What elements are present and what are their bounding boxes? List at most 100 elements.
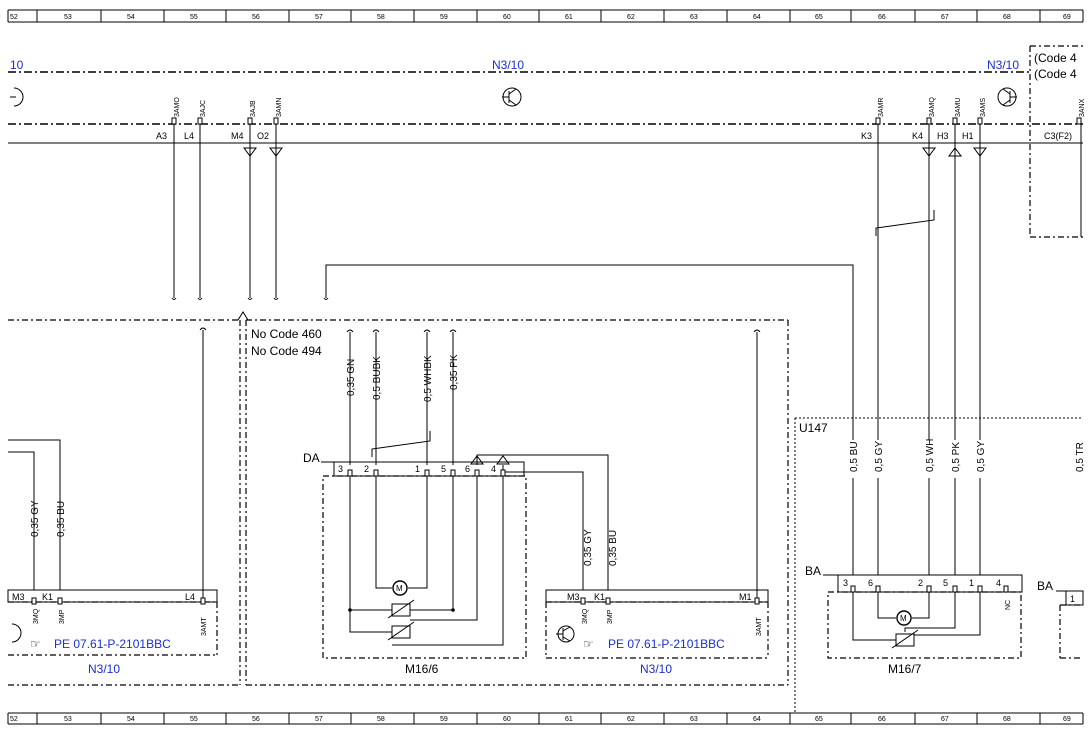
module-name: N3/10 bbox=[640, 662, 672, 676]
component-pin: 2 bbox=[364, 464, 369, 474]
control-unit-band: 10 N3/10 N3/10 (Code 4 (Code 4 bbox=[8, 45, 1083, 238]
not-connected-label: NC bbox=[1005, 600, 1012, 610]
grid-col: 62 bbox=[627, 14, 635, 21]
component-m16-7: BA 3 6 2 5 1 4 NC M M16/7 bbox=[805, 564, 1023, 676]
component-pin: 5 bbox=[441, 464, 446, 474]
connector-code: 3AJC bbox=[200, 100, 207, 117]
grid-col: 52 bbox=[10, 14, 18, 21]
wire-label: 0,35 GY bbox=[583, 529, 594, 566]
connector-pin: K4 bbox=[912, 131, 923, 141]
connector-pin: L4 bbox=[184, 131, 194, 141]
connector-code: 3AMU bbox=[955, 98, 962, 117]
component-name: M16/7 bbox=[888, 662, 922, 676]
wire-label: 0,35 PK bbox=[449, 354, 460, 390]
grid-col: 67 bbox=[941, 716, 949, 723]
grid-col: 65 bbox=[815, 14, 823, 21]
component-pin: 6 bbox=[465, 464, 470, 474]
grid-col: 62 bbox=[627, 716, 635, 723]
module-name: N3/10 bbox=[88, 662, 120, 676]
wire-label: 0,5 PK bbox=[951, 442, 962, 472]
grid-col: 53 bbox=[64, 14, 72, 21]
u147-label: U147 bbox=[799, 421, 828, 435]
component-pin: 1 bbox=[969, 578, 974, 588]
mid-module: M3 K1 M1 3MQ 3MP 3AMT ☞ PE 07.61-P-2101B… bbox=[545, 589, 769, 676]
wire-label: 0,5 TR bbox=[1075, 442, 1086, 472]
grid-col: 63 bbox=[690, 14, 698, 21]
connector-pin: O2 bbox=[257, 131, 269, 141]
left-module-area: 0,35 GY 0,35 BU M3 K1 L4 3MQ 3MP 3AMT ☞ … bbox=[7, 319, 241, 686]
grid-col: 64 bbox=[753, 14, 761, 21]
grid-col: 66 bbox=[878, 14, 886, 21]
module-pin: K1 bbox=[42, 592, 53, 602]
connector-code: 3AMR bbox=[878, 98, 885, 117]
grid-col: 53 bbox=[64, 716, 72, 723]
potentiometer-icon bbox=[391, 603, 411, 617]
module-code: 3MP bbox=[59, 609, 66, 624]
grid-col: 63 bbox=[690, 716, 698, 723]
grid-col: 64 bbox=[753, 716, 761, 723]
grid-col: 61 bbox=[565, 14, 573, 21]
svg-text:M: M bbox=[900, 614, 907, 623]
grid-col: 68 bbox=[1003, 14, 1011, 21]
grid-col: 56 bbox=[252, 716, 260, 723]
connector-pin: H1 bbox=[962, 131, 974, 141]
reference-link[interactable]: PE 07.61-P-2101BBC bbox=[608, 637, 725, 651]
grid-ruler-bottom: 52 53 54 55 56 57 58 59 60 61 62 63 64 6… bbox=[7, 712, 1084, 725]
wire-label: 0,35 BU bbox=[608, 530, 619, 566]
transistor-icon bbox=[997, 87, 1017, 107]
code-note: (Code 4 bbox=[1034, 67, 1077, 81]
component-pin: 3 bbox=[843, 578, 848, 588]
transistor-icon bbox=[10, 87, 24, 107]
module-pin: L4 bbox=[185, 592, 195, 602]
connector-code: 3AMO bbox=[174, 97, 181, 117]
center-block: No Code 460 No Code 494 0,35 GN 0,5 BUBK… bbox=[237, 311, 789, 686]
wire-label: 0,5 GY bbox=[976, 441, 987, 472]
grid-col: 69 bbox=[1063, 716, 1071, 723]
component-group: BA bbox=[1037, 579, 1053, 593]
grid-col: 57 bbox=[315, 14, 323, 21]
module-pin: M1 bbox=[739, 592, 752, 602]
grid-col: 54 bbox=[127, 14, 135, 21]
connector-code: 3AMS bbox=[980, 98, 987, 117]
grid-col: 66 bbox=[878, 716, 886, 723]
module-pin: K1 bbox=[594, 592, 605, 602]
control-unit-label-center: N3/10 bbox=[492, 58, 524, 72]
motor-icon: M bbox=[896, 610, 912, 626]
grid-col: 67 bbox=[941, 14, 949, 21]
component-pin: 4 bbox=[996, 578, 1001, 588]
reference-link[interactable]: PE 07.61-P-2101BBC bbox=[54, 637, 171, 651]
component-m16-6: DA 3 2 1 5 6 4 M M16/6 bbox=[303, 451, 527, 676]
potentiometer-icon bbox=[895, 633, 915, 647]
transistor-icon bbox=[502, 87, 522, 107]
transistor-icon bbox=[11, 623, 22, 643]
grid-col: 57 bbox=[315, 716, 323, 723]
wire-label: 0,5 GY bbox=[874, 441, 885, 472]
wire-label: 0,5 BUBK bbox=[372, 356, 383, 400]
module-code: 3MP bbox=[607, 609, 614, 624]
connector-pin: H3 bbox=[937, 131, 949, 141]
connector-pin: A3 bbox=[156, 131, 167, 141]
grid-col: 60 bbox=[503, 14, 511, 21]
module-code: 3AMT bbox=[201, 617, 208, 636]
grid-col: 59 bbox=[440, 716, 448, 723]
control-unit-label-left: 10 bbox=[10, 58, 24, 72]
component-pin: 5 bbox=[943, 578, 948, 588]
grid-col: 56 bbox=[252, 14, 260, 21]
wire-label: 0,5 WHBK bbox=[423, 355, 434, 402]
svg-text:M: M bbox=[396, 584, 403, 593]
no-code-note: No Code 494 bbox=[251, 344, 322, 358]
module-code: 3AMT bbox=[756, 617, 763, 636]
wire-label: 0,35 GN bbox=[346, 359, 357, 396]
component-pin: 1 bbox=[415, 464, 420, 474]
grid-col: 61 bbox=[565, 716, 573, 723]
component-pin: 3 bbox=[338, 464, 343, 474]
grid-col: 58 bbox=[377, 14, 385, 21]
component-pin: 1 bbox=[1070, 594, 1075, 604]
no-code-note: No Code 460 bbox=[251, 327, 322, 341]
component-pin: 4 bbox=[491, 464, 496, 474]
component-group: DA bbox=[303, 451, 320, 465]
control-unit-label-right: N3/10 bbox=[987, 58, 1019, 72]
transistor-icon bbox=[556, 625, 575, 643]
motor-icon: M bbox=[392, 580, 408, 596]
